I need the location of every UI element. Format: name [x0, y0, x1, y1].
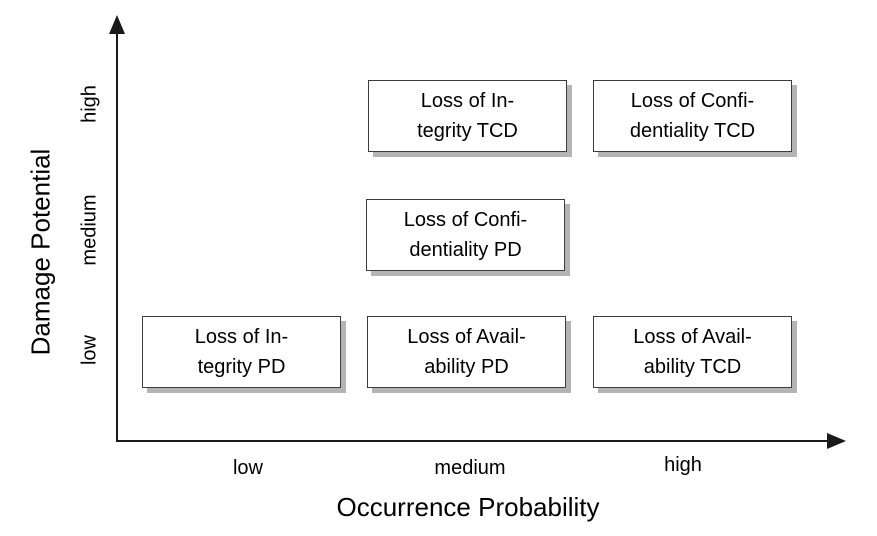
node-label-line: tegrity PD — [197, 356, 286, 378]
node-loss-of-integrity-pd: Loss of In- tegrity PD — [142, 316, 341, 388]
node-label-line: Loss of Confi- — [630, 90, 755, 112]
x-axis-title: Occurrence Probability — [336, 492, 600, 522]
y-axis-title: Damage Potential — [25, 148, 56, 356]
node-label-line: tegrity TCD — [417, 120, 518, 142]
y-tick-label-low: low — [78, 334, 101, 366]
x-axis-line — [117, 440, 828, 442]
y-tick-label-medium: medium — [78, 194, 101, 266]
x-tick-label-high: high — [664, 454, 702, 476]
node-label-line: Loss of In- — [420, 90, 515, 112]
node-loss-of-availability-pd: Loss of Avail- ability PD — [367, 316, 566, 388]
node-label-line: Loss of Confi- — [403, 209, 528, 231]
node-label-line: Loss of Avail- — [407, 326, 526, 348]
node-label-line: ability TCD — [643, 356, 742, 378]
node-label-line: dentiality PD — [409, 239, 522, 261]
node-loss-of-confidentiality-tcd: Loss of Confi- dentiality TCD — [593, 80, 792, 152]
y-axis-arrowhead-icon — [109, 15, 125, 34]
node-label-line: Loss of Avail- — [633, 326, 752, 348]
node-label-line: ability PD — [424, 356, 509, 378]
x-tick-label-low: low — [232, 457, 264, 479]
node-label-line: Loss of In- — [194, 326, 289, 348]
node-loss-of-integrity-tcd: Loss of In- tegrity TCD — [368, 80, 567, 152]
node-loss-of-confidentiality-pd: Loss of Confi- dentiality PD — [366, 199, 565, 271]
y-tick-label-high: high — [78, 85, 101, 123]
y-axis-line — [116, 30, 118, 442]
node-loss-of-availability-tcd: Loss of Avail- ability TCD — [593, 316, 792, 388]
node-label-line: dentiality TCD — [629, 120, 756, 142]
x-axis-arrowhead-icon — [827, 433, 846, 449]
x-tick-label-medium: medium — [434, 457, 506, 479]
